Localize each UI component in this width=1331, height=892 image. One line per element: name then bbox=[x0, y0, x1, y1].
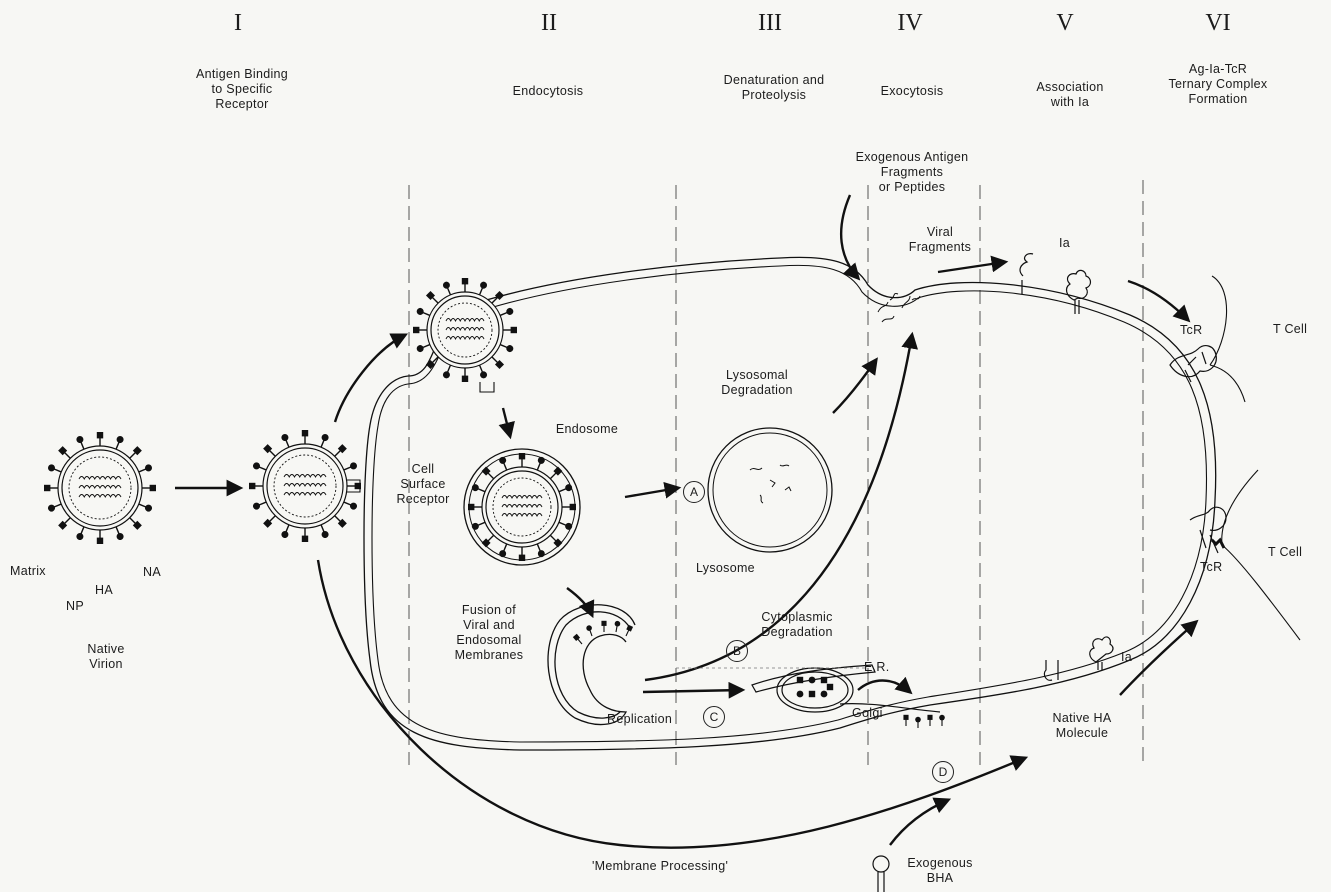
golgi-label: Golgi bbox=[852, 706, 883, 721]
golgi-content-dots bbox=[797, 677, 834, 698]
stage-2-title: Endocytosis bbox=[513, 84, 584, 99]
na-label: NA bbox=[143, 565, 161, 580]
membrane-processing-label: 'Membrane Processing' bbox=[592, 859, 728, 874]
endocytosing-virion bbox=[413, 278, 517, 382]
lysosomal-degradation-label: Lysosomal Degradation bbox=[721, 368, 792, 398]
endosome-label: Endosome bbox=[556, 422, 618, 437]
bha-molecule bbox=[873, 856, 889, 892]
degraded-fragments bbox=[750, 465, 791, 503]
er-label: E.R. bbox=[864, 660, 890, 675]
native-virion bbox=[44, 432, 156, 544]
replication-label: Replication bbox=[607, 712, 672, 727]
ha-label: HA bbox=[95, 583, 113, 598]
stage-1-numeral: I bbox=[234, 10, 242, 37]
cytoplasmic-degradation-label: Cytoplasmic Degradation bbox=[761, 610, 832, 640]
lysosome-organelle bbox=[708, 428, 832, 552]
golgi-membrane-spikes bbox=[903, 715, 944, 728]
stage-6-numeral: VI bbox=[1205, 10, 1230, 37]
stage-6-title: Ag-Ia-TcR Ternary Complex Formation bbox=[1169, 62, 1268, 107]
np-label: NP bbox=[66, 599, 84, 614]
exogenous-antigen-label: Exogenous Antigen Fragments or Peptides bbox=[856, 150, 969, 195]
ia-label-bottom: Ia bbox=[1121, 650, 1132, 665]
cell-surface-receptor-label: Cell Surface Receptor bbox=[396, 462, 449, 507]
pathway-b-marker: B bbox=[726, 640, 748, 662]
t-cell-label-top: T Cell bbox=[1273, 322, 1307, 337]
stage-4-title: Exocytosis bbox=[881, 84, 944, 99]
native-virion-label: Native Virion bbox=[87, 642, 124, 672]
fusion-crescent bbox=[548, 605, 635, 725]
pathway-a-marker: A bbox=[683, 481, 705, 503]
fusion-spikes bbox=[573, 620, 633, 645]
pathway-c-marker: C bbox=[703, 706, 725, 728]
stage-4-numeral: IV bbox=[897, 10, 922, 37]
exogenous-bha-label: Exogenous BHA bbox=[907, 856, 972, 886]
stage-1-title: Antigen Binding to Specific Receptor bbox=[196, 67, 288, 112]
native-ha-molecule-label: Native HA Molecule bbox=[1053, 711, 1112, 741]
stage-5-title: Association with Ia bbox=[1036, 80, 1103, 110]
ia-molecules bbox=[1020, 254, 1113, 681]
tcr-label-top: TcR bbox=[1180, 323, 1202, 338]
tcr-label-bottom: TcR bbox=[1200, 560, 1222, 575]
lysosome-label: Lysosome bbox=[696, 561, 755, 576]
viral-fragments-label: Viral Fragments bbox=[909, 225, 971, 255]
er-golgi bbox=[752, 665, 940, 712]
ia-label-top: Ia bbox=[1059, 236, 1070, 251]
tcr-complexes bbox=[1170, 346, 1226, 553]
stage-3-numeral: III bbox=[758, 10, 782, 37]
stage-5-numeral: V bbox=[1056, 10, 1073, 37]
pathway-d-marker: D bbox=[932, 761, 954, 783]
stage-3-title: Denaturation and Proteolysis bbox=[724, 73, 825, 103]
matrix-label: Matrix bbox=[10, 564, 46, 579]
fusion-label: Fusion of Viral and Endosomal Membranes bbox=[455, 603, 524, 663]
bound-virion bbox=[249, 430, 361, 542]
stage-2-numeral: II bbox=[541, 10, 557, 37]
t-cell-label-bottom: T Cell bbox=[1268, 545, 1302, 560]
